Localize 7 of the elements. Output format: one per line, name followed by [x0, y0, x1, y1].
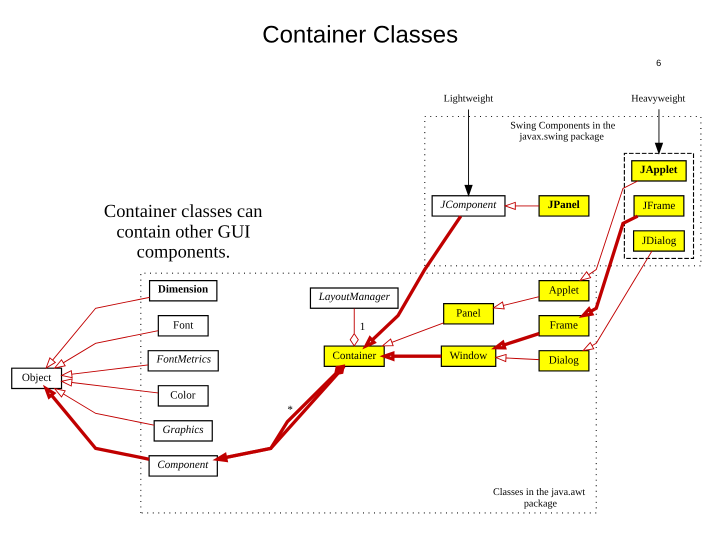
label: Container classes can contain other GUI components. [104, 200, 263, 262]
edge-label: 1 [360, 321, 366, 334]
edge-label: * [287, 404, 293, 416]
node-text: Lightweight [444, 94, 494, 105]
label: 6 [656, 58, 662, 68]
diagram-title: Container Classes [262, 22, 458, 49]
node-text: Heavyweight [631, 94, 686, 105]
